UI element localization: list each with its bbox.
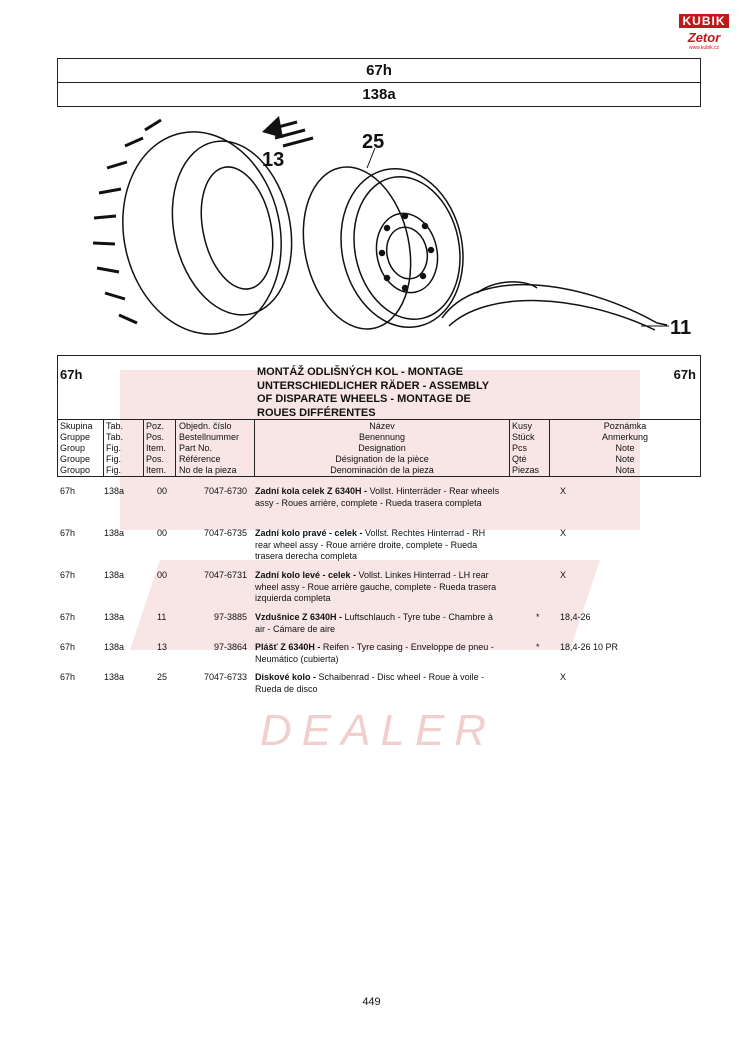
section-code-right: 67h — [673, 367, 696, 382]
section-title-line: OF DISPARATE WHEELS - MONTAGE DE — [257, 393, 471, 405]
cell-fig: 138a — [104, 642, 125, 652]
section-title-line: UNTERSCHIEDLICHER RÄDER - ASSEMBLY — [257, 379, 490, 392]
cell-note: X — [560, 672, 567, 682]
cell-pos: 11 — [157, 612, 167, 622]
cell-pos: 00 — [157, 486, 168, 496]
cell-partno: 7047-6733 — [203, 672, 247, 682]
cell-partno: 97-3864 — [213, 642, 247, 652]
section-code-left: 67h — [60, 367, 83, 382]
cell-group: 67h — [60, 612, 76, 622]
cell-name-rest: Vollst. Rechtes Hinterrad - RH rear whee… — [255, 528, 486, 561]
cell-note: 18,4-26 10 PR — [560, 642, 619, 652]
cell-group: 67h — [60, 570, 76, 580]
cell-qty: * — [536, 612, 540, 622]
cell-fig: 138a — [104, 672, 125, 682]
direction-arrow — [262, 116, 314, 148]
cell-pos: 00 — [157, 528, 168, 538]
cell-name-rest: Vollst. Hinterräder - Rear wheels assy -… — [255, 486, 500, 508]
cell-name: Vzdušnice Z 6340H - Luftschlauch - Tyre … — [255, 612, 500, 635]
section-box — [57, 355, 701, 420]
cell-group: 67h — [60, 486, 76, 496]
parts-illustration: 13 25 11 — [92, 116, 691, 339]
tyre-tube-drawing — [441, 281, 668, 331]
cell-pos: 00 — [157, 570, 168, 580]
callout-25: 25 — [362, 131, 384, 153]
cell-name-rest: Vollst. Linkes Hinterrad - LH rear wheel… — [255, 570, 497, 603]
cell-fig: 138a — [104, 570, 125, 580]
page-number: 449 — [362, 996, 381, 1008]
cell-name: Plášť Z 6340H - Reifen - Tyre casing - E… — [255, 642, 500, 665]
cell-note: X — [560, 570, 567, 580]
cell-name: Zadní kola celek Z 6340H - Vollst. Hinte… — [255, 486, 500, 509]
cell-group: 67h — [60, 642, 76, 652]
section-title-line: MONTÁŽ ODLIŠNÝCH KOL - MONTAGE — [257, 366, 464, 378]
cell-group: 67h — [60, 672, 76, 682]
cell-name-bold: Diskové kolo - — [255, 672, 317, 682]
brand-logo-bottom: Zetor — [687, 30, 721, 45]
cell-name-bold: Zadní kolo pravé - celek - — [255, 528, 363, 538]
tyre-drawing — [92, 118, 293, 335]
cell-name-bold: Zadní kola celek Z 6340H - — [255, 486, 368, 496]
cell-name-bold: Plášť Z 6340H - — [255, 642, 321, 652]
disc-wheel-drawing — [302, 166, 464, 330]
brand-logo-top: KUBIK — [679, 14, 729, 28]
cell-note: 18,4-26 — [560, 612, 591, 622]
figure-header: 138a — [57, 82, 701, 107]
cell-pos: 25 — [157, 672, 168, 682]
callout-13: 13 — [262, 149, 284, 171]
cell-fig: 138a — [104, 612, 125, 622]
cell-group: 67h — [60, 528, 76, 538]
cell-note: X — [560, 528, 567, 538]
section-title-line: ROUES DIFFÉRENTES — [257, 406, 376, 419]
cell-name-rest: Luftschlauch - Tyre tube - Chambre à air… — [255, 612, 493, 634]
col-pos: Poz.Pos.Item.Pos.Item. — [143, 420, 176, 476]
cell-partno: 97-3885 — [213, 612, 247, 622]
cell-name-rest: Schaibenrad - Disc wheel - Roue à voile … — [255, 672, 485, 694]
cell-partno: 7047-6735 — [203, 528, 247, 538]
cell-qty: * — [536, 642, 540, 652]
watermark-text: DEALER — [260, 706, 496, 755]
section-title: MONTÁŽ ODLIŠNÝCH KOL - MONTAGE UNTERSCHI… — [257, 366, 517, 420]
cell-name-bold: Vzdušnice Z 6340H - — [255, 612, 343, 622]
cell-fig: 138a — [104, 486, 125, 496]
cell-partno: 7047-6730 — [203, 486, 247, 496]
group-header: 67h — [57, 58, 701, 83]
cell-name: Zadní kolo levé - celek - Vollst. Linkes… — [255, 570, 500, 605]
callout-11: 11 — [670, 317, 691, 339]
cell-partno: 7047-6731 — [203, 570, 247, 580]
cell-name: Zadní kolo pravé - celek - Vollst. Recht… — [255, 528, 500, 563]
cell-fig: 138a — [104, 528, 125, 538]
cell-name: Diskové kolo - Schaibenrad - Disc wheel … — [255, 672, 500, 695]
cell-note: X — [560, 486, 567, 496]
col-fig: Tab.Tab.Fig.Fig.Fig. — [103, 420, 144, 476]
cell-name-rest: Reifen - Tyre casing - Enveloppe de pneu… — [255, 642, 494, 664]
cell-name-bold: Zadní kolo levé - celek - — [255, 570, 357, 580]
brand-logo: KUBIK Zetor www.kubik.cz — [679, 14, 729, 56]
brand-logo-web: www.kubik.cz — [688, 45, 719, 51]
cell-pos: 13 — [157, 642, 168, 652]
